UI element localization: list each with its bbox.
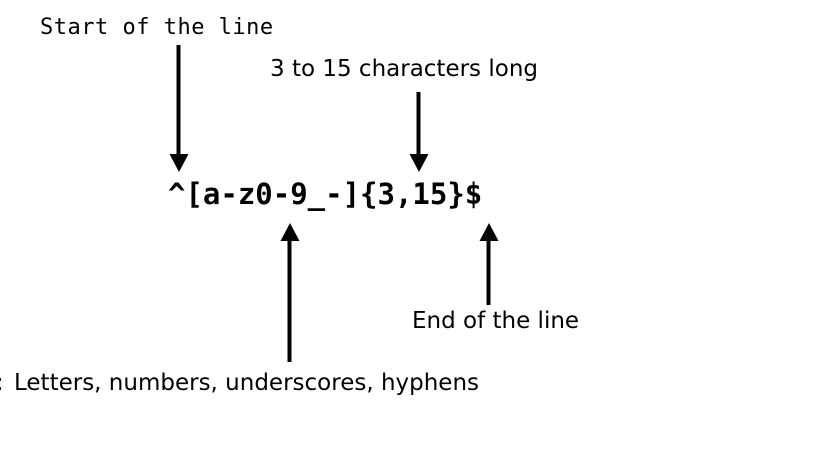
arrow-up-to-dollar-icon — [479, 222, 499, 306]
annotation-label-start-of-line: Start of the line — [40, 15, 274, 40]
clipped-left-edge-glyph: : — [0, 372, 6, 395]
regex-expression: ^[a-z0-9_-]{3,15}$ — [168, 177, 483, 211]
arrow-down-to-quantifier-icon — [409, 92, 429, 173]
arrow-down-to-caret-icon — [169, 45, 189, 173]
annotation-label-end-of-line: End of the line — [412, 308, 580, 334]
annotation-label-length-quantifier: 3 to 15 characters long — [270, 56, 538, 82]
annotation-label-character-class: Letters, numbers, underscores, hyphens — [14, 370, 480, 396]
arrow-up-to-character-class-icon — [280, 222, 300, 363]
